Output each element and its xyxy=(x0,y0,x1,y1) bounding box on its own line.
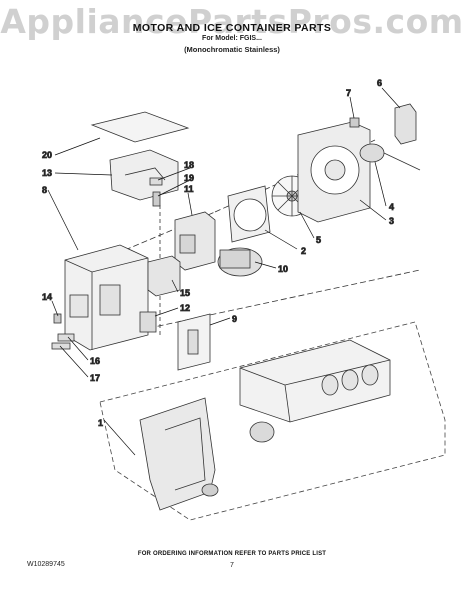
callout-7: 7 xyxy=(346,88,351,98)
ice-bin-container xyxy=(239,339,391,423)
callout-4: 4 xyxy=(389,202,394,212)
model-line: For Model: FGIS... xyxy=(202,35,262,42)
part-17-bracket xyxy=(51,342,71,350)
part-16-clip xyxy=(57,333,75,342)
part-13-bracket xyxy=(109,149,179,201)
callout-8: 8 xyxy=(42,185,47,195)
callout-13: 13 xyxy=(42,168,52,178)
callout-14: 14 xyxy=(42,292,52,302)
callout-1: 1 xyxy=(98,418,103,428)
part-18-clip xyxy=(149,177,163,186)
callout-6: 6 xyxy=(377,78,382,88)
callout-12: 12 xyxy=(180,303,190,313)
document-number: W10289745 xyxy=(27,561,65,568)
callout-15: 15 xyxy=(180,288,190,298)
part-12-actuator xyxy=(139,311,157,333)
callout-2: 2 xyxy=(301,246,306,256)
callout-16: 16 xyxy=(90,356,100,366)
part-7-screw xyxy=(349,117,360,128)
page-number: 7 xyxy=(230,562,234,569)
page-title: MOTOR AND ICE CONTAINER PARTS xyxy=(132,22,332,34)
callout-10: 10 xyxy=(278,264,288,274)
callout-18: 18 xyxy=(184,160,194,170)
part-6-bracket xyxy=(394,103,417,145)
part-19-screw xyxy=(152,191,161,207)
part-20-pad xyxy=(90,111,190,143)
finish-line: (Monochromatic Stainless) xyxy=(184,45,280,54)
callout-20: 20 xyxy=(42,150,52,160)
callout-9: 9 xyxy=(232,314,237,324)
leader-lines xyxy=(47,87,401,456)
part-15-bracket xyxy=(147,255,181,297)
watermark: AppliancePartsPros.com xyxy=(0,2,464,41)
ordering-note: FOR ORDERING INFORMATION REFER TO PARTS … xyxy=(137,551,327,557)
auger-drive xyxy=(249,421,275,443)
callout-5: 5 xyxy=(316,235,321,245)
callout-3: 3 xyxy=(389,216,394,226)
callout-17: 17 xyxy=(90,373,100,383)
part-4-fan-motor xyxy=(359,143,385,163)
callout-19: 19 xyxy=(184,173,194,183)
callout-11: 11 xyxy=(184,184,194,194)
assembly-boundary xyxy=(99,321,446,521)
